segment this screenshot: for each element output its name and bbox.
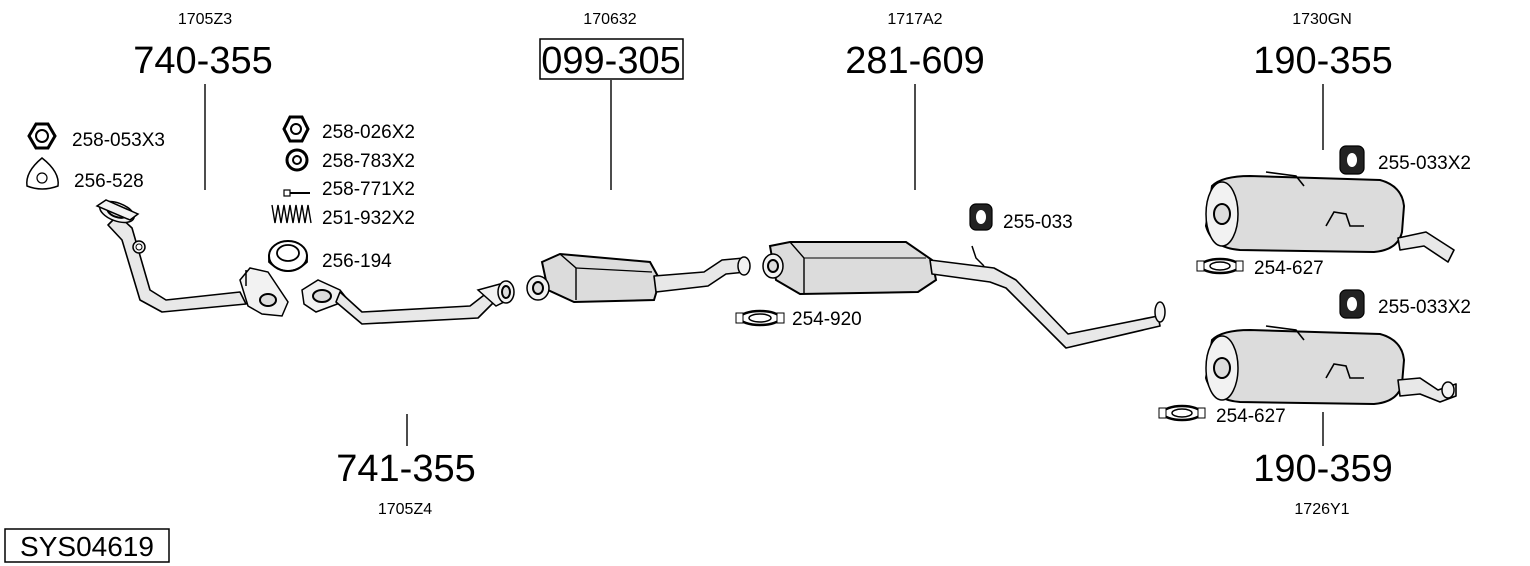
- fitting-label-hanger-lower: 255-033X2: [1378, 297, 1471, 318]
- ref-code-rear-silencer-lower: 1726Y1: [1294, 501, 1349, 518]
- part-number-catalyst[interactable]: 099-305: [541, 40, 680, 82]
- rubber-hanger-icon: [1339, 289, 1365, 319]
- clamp-icon: [1158, 404, 1206, 422]
- part-number-intermediate-pipe[interactable]: 741-355: [336, 448, 475, 490]
- ref-code-front-pipe: 1705Z3: [178, 11, 232, 28]
- rubber-hanger-icon: [1339, 145, 1365, 175]
- fitting-label-clamp-lower: 254-627: [1216, 406, 1286, 427]
- fitting-label-clamp-upper: 254-627: [1254, 258, 1324, 279]
- intermediate-pipe-drawing: [301, 279, 515, 325]
- washer-icon: [285, 148, 309, 172]
- fitting-label-gasket-triangle: 256-528: [74, 171, 144, 192]
- ref-code-intermediate-pipe: 1705Z4: [378, 501, 432, 518]
- system-code: SYS04619: [20, 531, 154, 562]
- hex-nut-icon: [27, 122, 57, 150]
- clamp-icon: [735, 309, 785, 327]
- rear-silencer-lower-drawing: [1204, 325, 1457, 406]
- front-pipe-drawing: [95, 199, 289, 317]
- centre-silencer-drawing: [762, 241, 1166, 349]
- ref-code-rear-silencer-upper: 1730GN: [1292, 11, 1352, 28]
- part-number-centre-silencer[interactable]: 281-609: [845, 40, 984, 82]
- catalyst-drawing: [526, 252, 751, 304]
- fitting-label-washer: 258-783X2: [322, 151, 415, 172]
- ring-gasket-icon: [268, 240, 308, 272]
- system-code-box: [4, 528, 170, 563]
- part-number-front-pipe[interactable]: 740-355: [133, 40, 272, 82]
- rear-silencer-upper-drawing: [1204, 171, 1455, 263]
- clamp-icon: [1196, 257, 1244, 275]
- hex-nut-icon: [282, 115, 310, 143]
- fitting-label-ring-gasket: 256-194: [322, 251, 392, 272]
- catalyst-part-box: [539, 38, 684, 80]
- fitting-label-hanger-centre: 255-033: [1003, 212, 1073, 233]
- fitting-label-hanger-upper: 255-033X2: [1378, 153, 1471, 174]
- fitting-label-spring: 251-932X2: [322, 208, 415, 229]
- part-number-rear-silencer-lower[interactable]: 190-359: [1253, 448, 1392, 490]
- rubber-hanger-icon: [969, 203, 993, 231]
- spring-icon: [271, 204, 312, 224]
- fitting-label-clamp-centre: 254-920: [792, 309, 862, 330]
- flange-gasket-icon: [26, 157, 59, 190]
- fitting-label-bolt: 258-771X2: [322, 179, 415, 200]
- fitting-label-nut-large: 258-053X3: [72, 130, 165, 151]
- fitting-label-nut-small: 258-026X2: [322, 122, 415, 143]
- part-number-rear-silencer-upper[interactable]: 190-355: [1253, 40, 1392, 82]
- ref-code-centre-silencer: 1717A2: [887, 11, 942, 28]
- ref-code-catalyst: 170632: [583, 11, 636, 28]
- bolt-icon: [283, 189, 310, 197]
